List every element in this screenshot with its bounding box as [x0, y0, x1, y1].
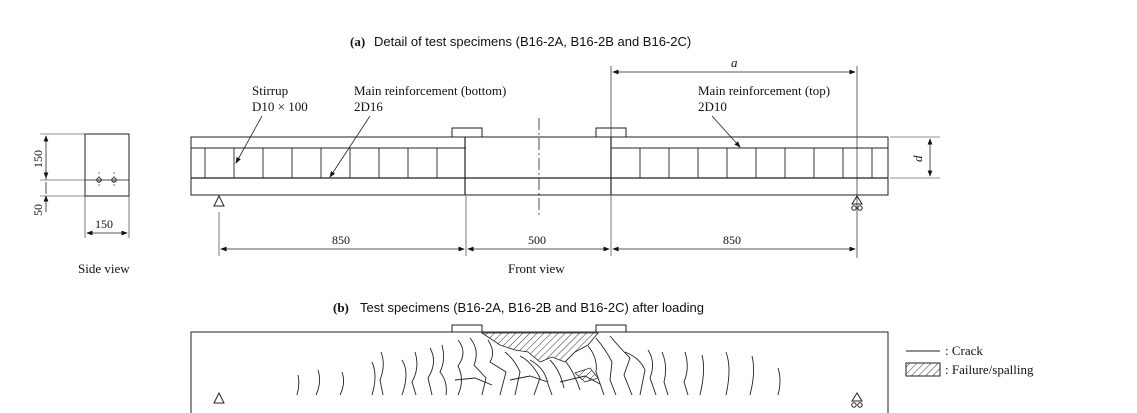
main-bottom-leader: [329, 115, 371, 178]
stirrup-leader: [235, 115, 263, 164]
rebar-dots: [91, 172, 122, 188]
stirrups-left: [204, 137, 466, 195]
side-view-label: Side view: [78, 261, 130, 276]
main-top-spec: 2D10: [698, 99, 727, 114]
panel-a-tag: (a): [350, 34, 365, 49]
loading-plate-left: [451, 127, 483, 138]
stirrups-right: [610, 137, 873, 195]
support-pin-left: [213, 194, 225, 207]
tested-beam-outline: [190, 331, 889, 413]
tested-support-roller-right: [851, 392, 863, 408]
side-dim-50: 50: [31, 204, 45, 216]
spalling-region-lower: [574, 367, 599, 383]
legend-failure-swatch: [905, 362, 941, 377]
main-bottom-label: Main reinforcement (bottom): [354, 83, 506, 98]
d-label: d: [910, 155, 925, 162]
a-label: a: [731, 55, 738, 70]
section-outline: [84, 133, 130, 197]
stirrup-spec: D10 × 100: [252, 99, 308, 114]
panel-b-caption: Test specimens (B16-2A, B16-2B and B16-2…: [360, 300, 704, 315]
crack-lines: [296, 335, 781, 396]
legend-failure-label: : Failure/spalling: [945, 362, 1034, 377]
tested-loading-plate-right: [595, 324, 627, 333]
beam-outline: [190, 136, 889, 196]
dim-500: 500: [528, 233, 546, 247]
legend-crack-label: : Crack: [945, 343, 983, 358]
spalling-region: [480, 332, 599, 363]
front-view-label: Front view: [508, 261, 565, 276]
panel-b-tag: (b): [333, 300, 349, 315]
main-bottom-spec: 2D16: [354, 99, 383, 114]
dim-850-left: 850: [332, 233, 350, 247]
tested-support-pin-left: [213, 391, 225, 404]
front-view-beam: a d 850 500 850: [190, 55, 940, 258]
side-dim-150-horizontal: 150: [95, 217, 113, 231]
side-dim-150-vertical: 150: [31, 150, 45, 168]
main-top-label: Main reinforcement (top): [698, 83, 830, 98]
panel-a-caption: Detail of test specimens (B16-2A, B16-2B…: [374, 34, 691, 49]
tested-beam: [190, 324, 889, 413]
stirrup-label: Stirrup: [252, 83, 288, 98]
legend: : Crack : Failure/spalling: [905, 343, 1034, 377]
side-view-section: 150 50 150: [31, 133, 130, 238]
tested-loading-plate-left: [451, 324, 483, 333]
main-top-leader: [711, 115, 741, 148]
dim-850-right: 850: [723, 233, 741, 247]
